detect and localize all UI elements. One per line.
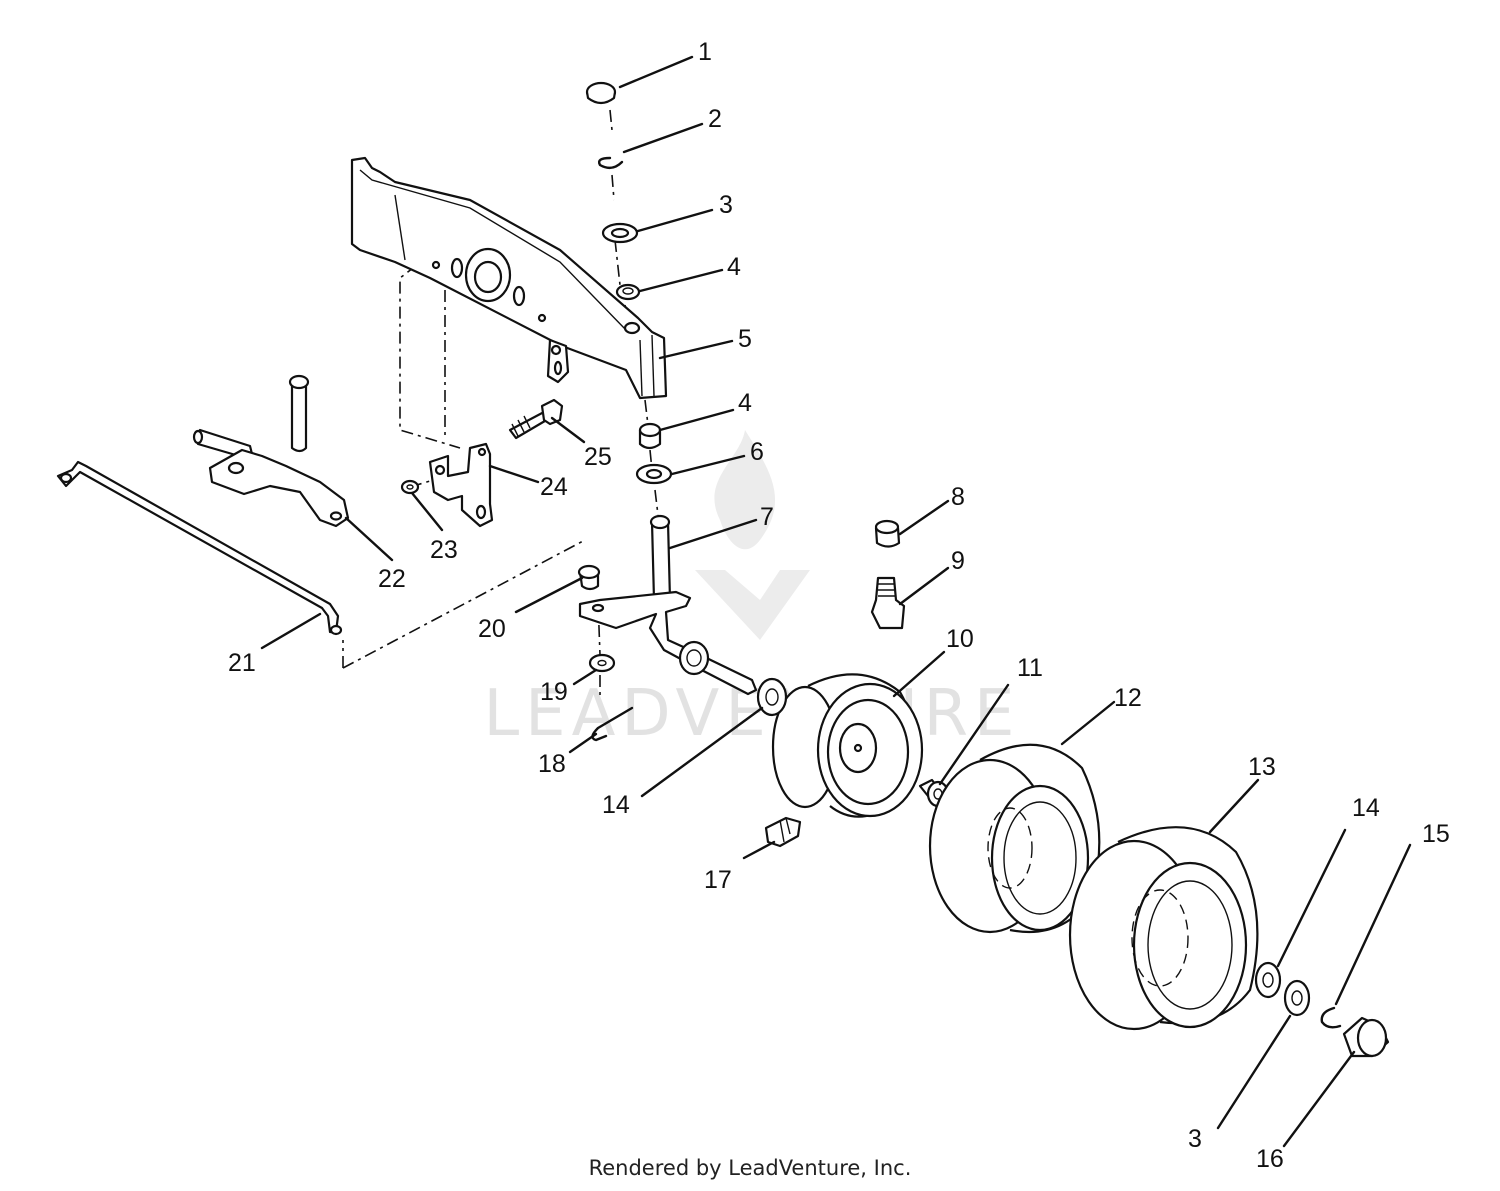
part-17-bolt: [764, 816, 802, 848]
callout-8: 8: [951, 483, 965, 511]
callout-1: 1: [698, 38, 712, 66]
part-4-bushing: [615, 283, 641, 301]
callout-18: 18: [538, 750, 566, 778]
callout-17: 17: [704, 866, 732, 894]
part-16-cap: [1342, 1016, 1390, 1058]
callout-22: 22: [378, 565, 406, 593]
callout-9: 9: [951, 547, 965, 575]
callout-19: 19: [540, 678, 568, 706]
part-21-drag-link: [56, 460, 343, 636]
part-19-washer: [588, 653, 616, 673]
callout-5: 5: [738, 325, 752, 353]
part-12-tire: [928, 743, 1101, 934]
part-5-front-axle: [350, 156, 668, 400]
callout-23: 23: [430, 536, 458, 564]
part-2-ering: [597, 156, 624, 170]
part-4-bushing-lower: [638, 422, 662, 450]
callout-14-left: 14: [602, 791, 630, 819]
callout-7: 7: [760, 503, 774, 531]
part-20-bushing: [577, 564, 601, 591]
part-24-bracket: [428, 442, 494, 528]
callout-6: 6: [750, 438, 764, 466]
callout-4-lower: 4: [738, 389, 752, 417]
part-22-steering-arm: [192, 374, 350, 528]
part-7-spindle: [578, 514, 758, 696]
callout-24: 24: [540, 473, 568, 501]
callout-11: 11: [1017, 654, 1043, 682]
part-14-washer-left: [756, 677, 788, 717]
part-9-valve: [870, 576, 906, 630]
part-13-tire: [1068, 826, 1259, 1031]
callout-20: 20: [478, 615, 506, 643]
part-14-washer-right: [1254, 961, 1282, 999]
callout-2: 2: [708, 105, 722, 133]
part-25-bolt: [508, 398, 564, 440]
part-6-washer: [635, 463, 673, 485]
part-1-cap: [585, 81, 617, 105]
callout-21: 21: [228, 649, 256, 677]
callout-25: 25: [584, 443, 612, 471]
part-23-nut: [400, 479, 420, 495]
callout-3: 3: [719, 191, 733, 219]
callout-13: 13: [1248, 753, 1276, 781]
callout-14-right: 14: [1352, 794, 1380, 822]
callout-12: 12: [1114, 684, 1142, 712]
part-3-washer: [601, 222, 639, 244]
footer-credit: Rendered by LeadVenture, Inc.: [588, 1156, 912, 1180]
part-15-ering: [1320, 1006, 1342, 1029]
part-3-washer-right: [1283, 979, 1311, 1017]
callout-15: 15: [1422, 820, 1450, 848]
leader-lines: [260, 55, 1412, 1148]
part-10-rim: [771, 673, 924, 818]
callout-10: 10: [946, 625, 974, 653]
callout-labels: 1 2 3 4 5 4 6 7 8 9 10 11 12 13 14 15 3 …: [228, 38, 1450, 1173]
callout-3-lower: 3: [1188, 1125, 1202, 1153]
callout-16: 16: [1256, 1145, 1284, 1173]
part-8-cap: [874, 519, 901, 548]
construction-lines: [342, 109, 659, 700]
callout-4: 4: [727, 253, 741, 281]
